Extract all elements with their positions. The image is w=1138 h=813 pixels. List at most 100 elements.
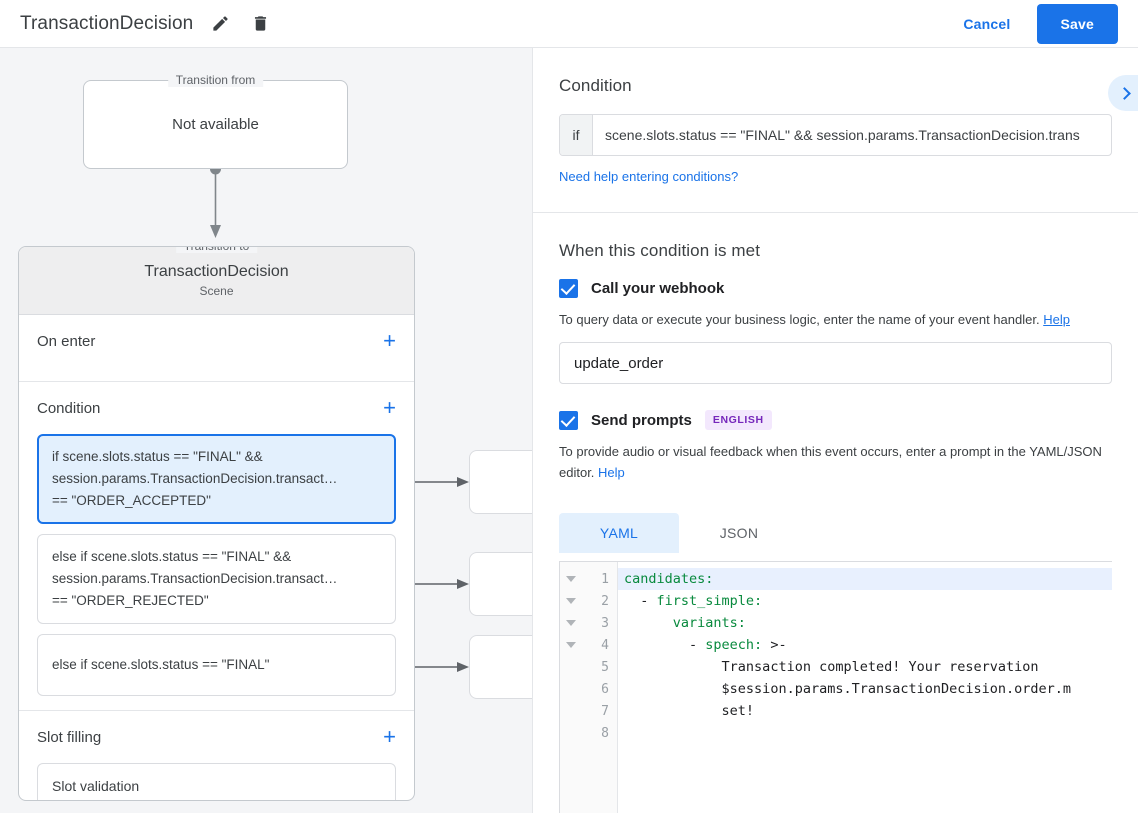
condition-item-1[interactable]: else if scene.slots.status == "FINAL" &&… (37, 534, 396, 624)
gutter-line[interactable]: 7 (560, 700, 617, 722)
gutter-line[interactable]: 5 (560, 656, 617, 678)
top-bar: TransactionDecision Cancel Save (0, 0, 1138, 48)
add-condition-button[interactable]: + (383, 395, 396, 420)
fold-arrow-icon[interactable] (566, 576, 576, 582)
section-on-enter: On enter + (19, 315, 414, 382)
line-number: 3 (601, 615, 609, 631)
transition-to-legend: Transition to (175, 247, 258, 253)
tab-json[interactable]: JSON (719, 525, 759, 541)
gutter-line[interactable]: 6 (560, 678, 617, 700)
code-indent (624, 615, 673, 631)
code-rest: Transaction completed! Your reservation (721, 659, 1039, 675)
section-title-on-enter: On enter (37, 332, 96, 350)
condition-line: else if scene.slots.status == "FINAL" (52, 657, 270, 672)
gutter-line[interactable]: 3 (560, 612, 617, 634)
condition-line: == "ORDER_REJECTED" (52, 593, 209, 608)
condition-input-row[interactable]: if (559, 114, 1112, 156)
condition-heading: Condition (559, 76, 632, 95)
prompts-help-link[interactable]: Help (598, 465, 625, 480)
transition-from-card[interactable]: Transition from Not available (83, 73, 348, 169)
scene-type: Scene (199, 284, 234, 298)
line-number: 1 (601, 571, 609, 587)
condition-line: else if scene.slots.status == "FINAL" && (52, 549, 292, 564)
tab-yaml[interactable]: YAML (559, 513, 679, 553)
condition-line: session.params.TransactionDecision.trans… (52, 571, 338, 586)
code-line[interactable]: Transaction completed! Your reservation (618, 656, 1112, 678)
code-indent (624, 659, 722, 675)
webhook-row[interactable]: Call your webhook (559, 279, 1112, 298)
transition-target-node[interactable] (469, 552, 532, 616)
transition-target-node[interactable] (469, 450, 532, 514)
code-line[interactable]: - speech: >- (618, 634, 1112, 656)
code-line[interactable]: candidates: (618, 568, 1112, 590)
chevron-right-icon (1118, 86, 1131, 100)
editor-code-area[interactable]: candidates: - first_simple: variants: - … (618, 562, 1112, 813)
section-condition: Condition + if scene.slots.status == "FI… (19, 382, 414, 711)
code-key: variants: (672, 615, 746, 631)
prompts-hint-text: To provide audio or visual feedback when… (559, 444, 1102, 480)
trash-icon[interactable] (247, 11, 273, 37)
code-rest: >- (762, 637, 787, 653)
code-indent (624, 703, 722, 719)
line-number: 8 (601, 725, 609, 741)
section-title-slot-filling: Slot filling (37, 728, 102, 746)
need-help-link[interactable]: Need help entering conditions? (559, 169, 739, 184)
editor-format-tabs: YAML JSON (559, 513, 1112, 553)
condition-list: if scene.slots.status == "FINAL" && sess… (19, 434, 414, 696)
if-label: if (560, 115, 593, 155)
code-indent (624, 681, 722, 697)
code-line[interactable]: - first_simple: (618, 590, 1112, 612)
transition-to-card: Transition to TransactionDecision Scene … (18, 246, 415, 801)
code-rest: $session.params.TransactionDecision.orde… (721, 681, 1072, 697)
scene-name: TransactionDecision (144, 263, 289, 280)
code-line[interactable]: set! (618, 700, 1112, 722)
condition-line: if scene.slots.status == "FINAL" && (52, 449, 263, 464)
pencil-icon[interactable] (207, 11, 233, 37)
webhook-help-link[interactable]: Help (1043, 312, 1070, 327)
code-key: candidates: (624, 571, 714, 587)
prompt-code-editor[interactable]: 1 2 3 4 5 6 7 8 candidates: - first_simp… (559, 561, 1112, 813)
condition-details-panel: Condition if Need help entering conditio… (532, 48, 1138, 813)
transition-from-value: Not available (172, 116, 259, 133)
line-number: 2 (601, 593, 609, 609)
gutter-line[interactable]: 2 (560, 590, 617, 612)
add-on-enter-button[interactable]: + (383, 328, 396, 353)
condition-item-0[interactable]: if scene.slots.status == "FINAL" && sess… (37, 434, 396, 524)
gutter-line[interactable]: 4 (560, 634, 617, 656)
condition-help: Need help entering conditions? (559, 156, 1112, 212)
fold-arrow-icon[interactable] (566, 598, 576, 604)
condition-section: Condition if Need help entering conditio… (533, 48, 1138, 212)
code-key: first_simple: (656, 593, 763, 609)
code-line[interactable]: $session.params.TransactionDecision.orde… (618, 678, 1112, 700)
scene-header[interactable]: TransactionDecision Scene (19, 247, 414, 315)
add-slot-filling-button[interactable]: + (383, 724, 396, 749)
panel-collapse-button[interactable] (1108, 75, 1138, 111)
transition-target-node[interactable] (469, 635, 532, 699)
event-handler-input[interactable] (559, 342, 1112, 384)
save-button[interactable]: Save (1036, 3, 1118, 44)
line-number: 5 (601, 659, 609, 675)
send-prompts-row[interactable]: Send prompts ENGLISH (559, 410, 1112, 430)
condition-line: == "ORDER_ACCEPTED" (52, 493, 211, 508)
webhook-label: Call your webhook (591, 280, 725, 297)
webhook-hint: To query data or execute your business l… (559, 298, 1112, 342)
slot-validation-item[interactable]: Slot validation (37, 763, 396, 800)
cancel-button[interactable]: Cancel (951, 8, 1022, 40)
scene-canvas[interactable]: Transition from Not available Transition… (0, 48, 532, 813)
send-prompts-checkbox[interactable] (559, 410, 578, 430)
when-met-heading: When this condition is met (559, 241, 761, 260)
webhook-hint-text: To query data or execute your business l… (559, 312, 1040, 327)
code-line[interactable] (618, 722, 1112, 744)
condition-input[interactable] (593, 115, 1111, 155)
gutter-line[interactable]: 1 (560, 568, 617, 590)
code-rest: set! (721, 703, 755, 719)
line-number: 6 (601, 681, 609, 697)
gutter-line[interactable]: 8 (560, 722, 617, 744)
fold-arrow-icon[interactable] (566, 620, 576, 626)
line-number: 7 (601, 703, 609, 719)
condition-item-2[interactable]: else if scene.slots.status == "FINAL" (37, 634, 396, 696)
code-line[interactable]: variants: (618, 612, 1112, 634)
webhook-checkbox[interactable] (559, 279, 578, 298)
fold-arrow-icon[interactable] (566, 642, 576, 648)
